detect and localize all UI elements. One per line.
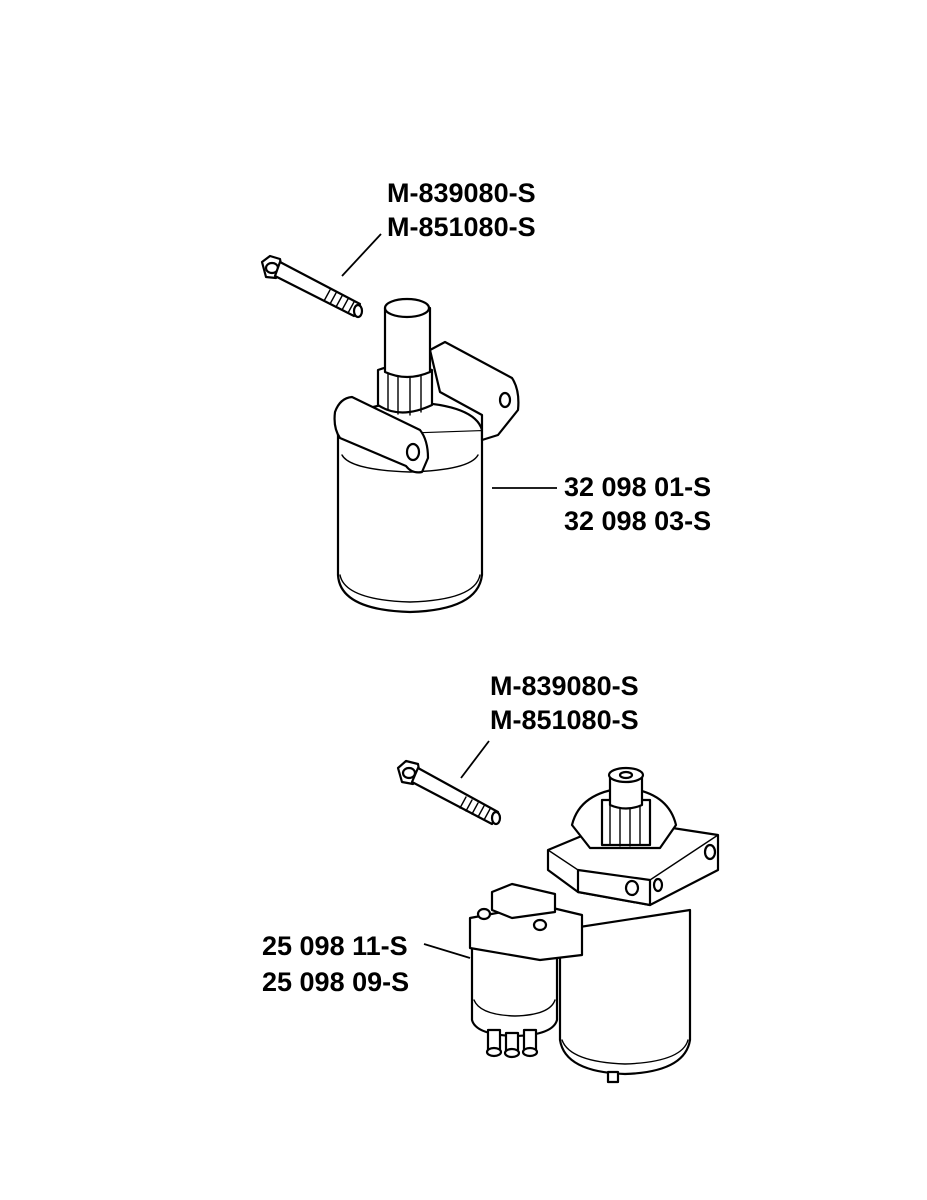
bottom-starter-motor [468,766,720,1084]
top-bolt [260,254,364,319]
top-starter-part-number-2: 32 098 03-S [564,506,712,536]
bottom-starter-part-number-1: 25 098 11-S [262,931,408,961]
bottom-starter-part-number-2: 25 098 09-S [262,967,410,997]
top-bolt-leader [341,233,382,277]
bottom-starter-leader [423,943,471,959]
bottom-bolt [396,759,502,826]
top-bolt-part-number-1: M-839080-S [387,178,536,208]
bottom-bolt-part-number-2: M-851080-S [490,705,639,735]
top-starter-motor [333,297,520,614]
bottom-bolt-part-number-1: M-839080-S [490,671,639,701]
top-bolt-part-number-2: M-851080-S [387,212,536,242]
bottom-bolt-leader [460,740,490,779]
top-starter-part-number-1: 32 098 01-S [564,472,712,502]
